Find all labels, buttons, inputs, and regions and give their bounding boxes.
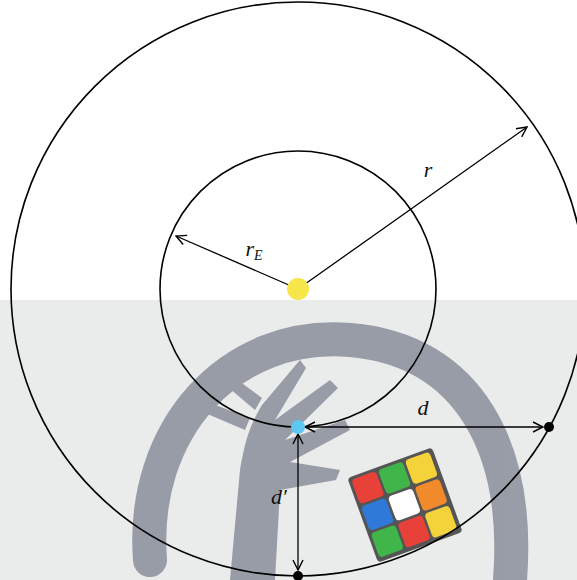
radius-label: rE <box>243 237 264 264</box>
distance-arrow <box>305 426 543 427</box>
distance-arrow <box>297 434 298 570</box>
cube-sticker <box>414 478 447 511</box>
sun-dot <box>287 278 309 300</box>
cube-sticker <box>388 488 421 521</box>
inner-orbit <box>160 151 436 427</box>
cube-sticker <box>371 525 404 558</box>
watermark-logo <box>149 339 511 580</box>
cube-sticker <box>424 505 457 538</box>
distance-label: d <box>416 396 431 420</box>
cube-sticker <box>405 452 438 485</box>
outer-orbit <box>11 2 577 576</box>
earth-dot <box>291 420 305 434</box>
cube-sticker <box>397 515 430 548</box>
watermark-band <box>0 300 577 580</box>
planet-dot <box>544 422 554 432</box>
distance-label: d′ <box>269 485 289 509</box>
cube-sticker <box>378 461 411 494</box>
inner-radius-arrow <box>176 236 298 289</box>
rubiks-cube <box>347 447 462 562</box>
cube-sticker <box>361 498 394 531</box>
planet-dot <box>293 571 303 580</box>
cube-sticker <box>351 471 384 504</box>
radius-label: r <box>422 158 435 182</box>
outer-radius-arrow <box>298 127 527 289</box>
